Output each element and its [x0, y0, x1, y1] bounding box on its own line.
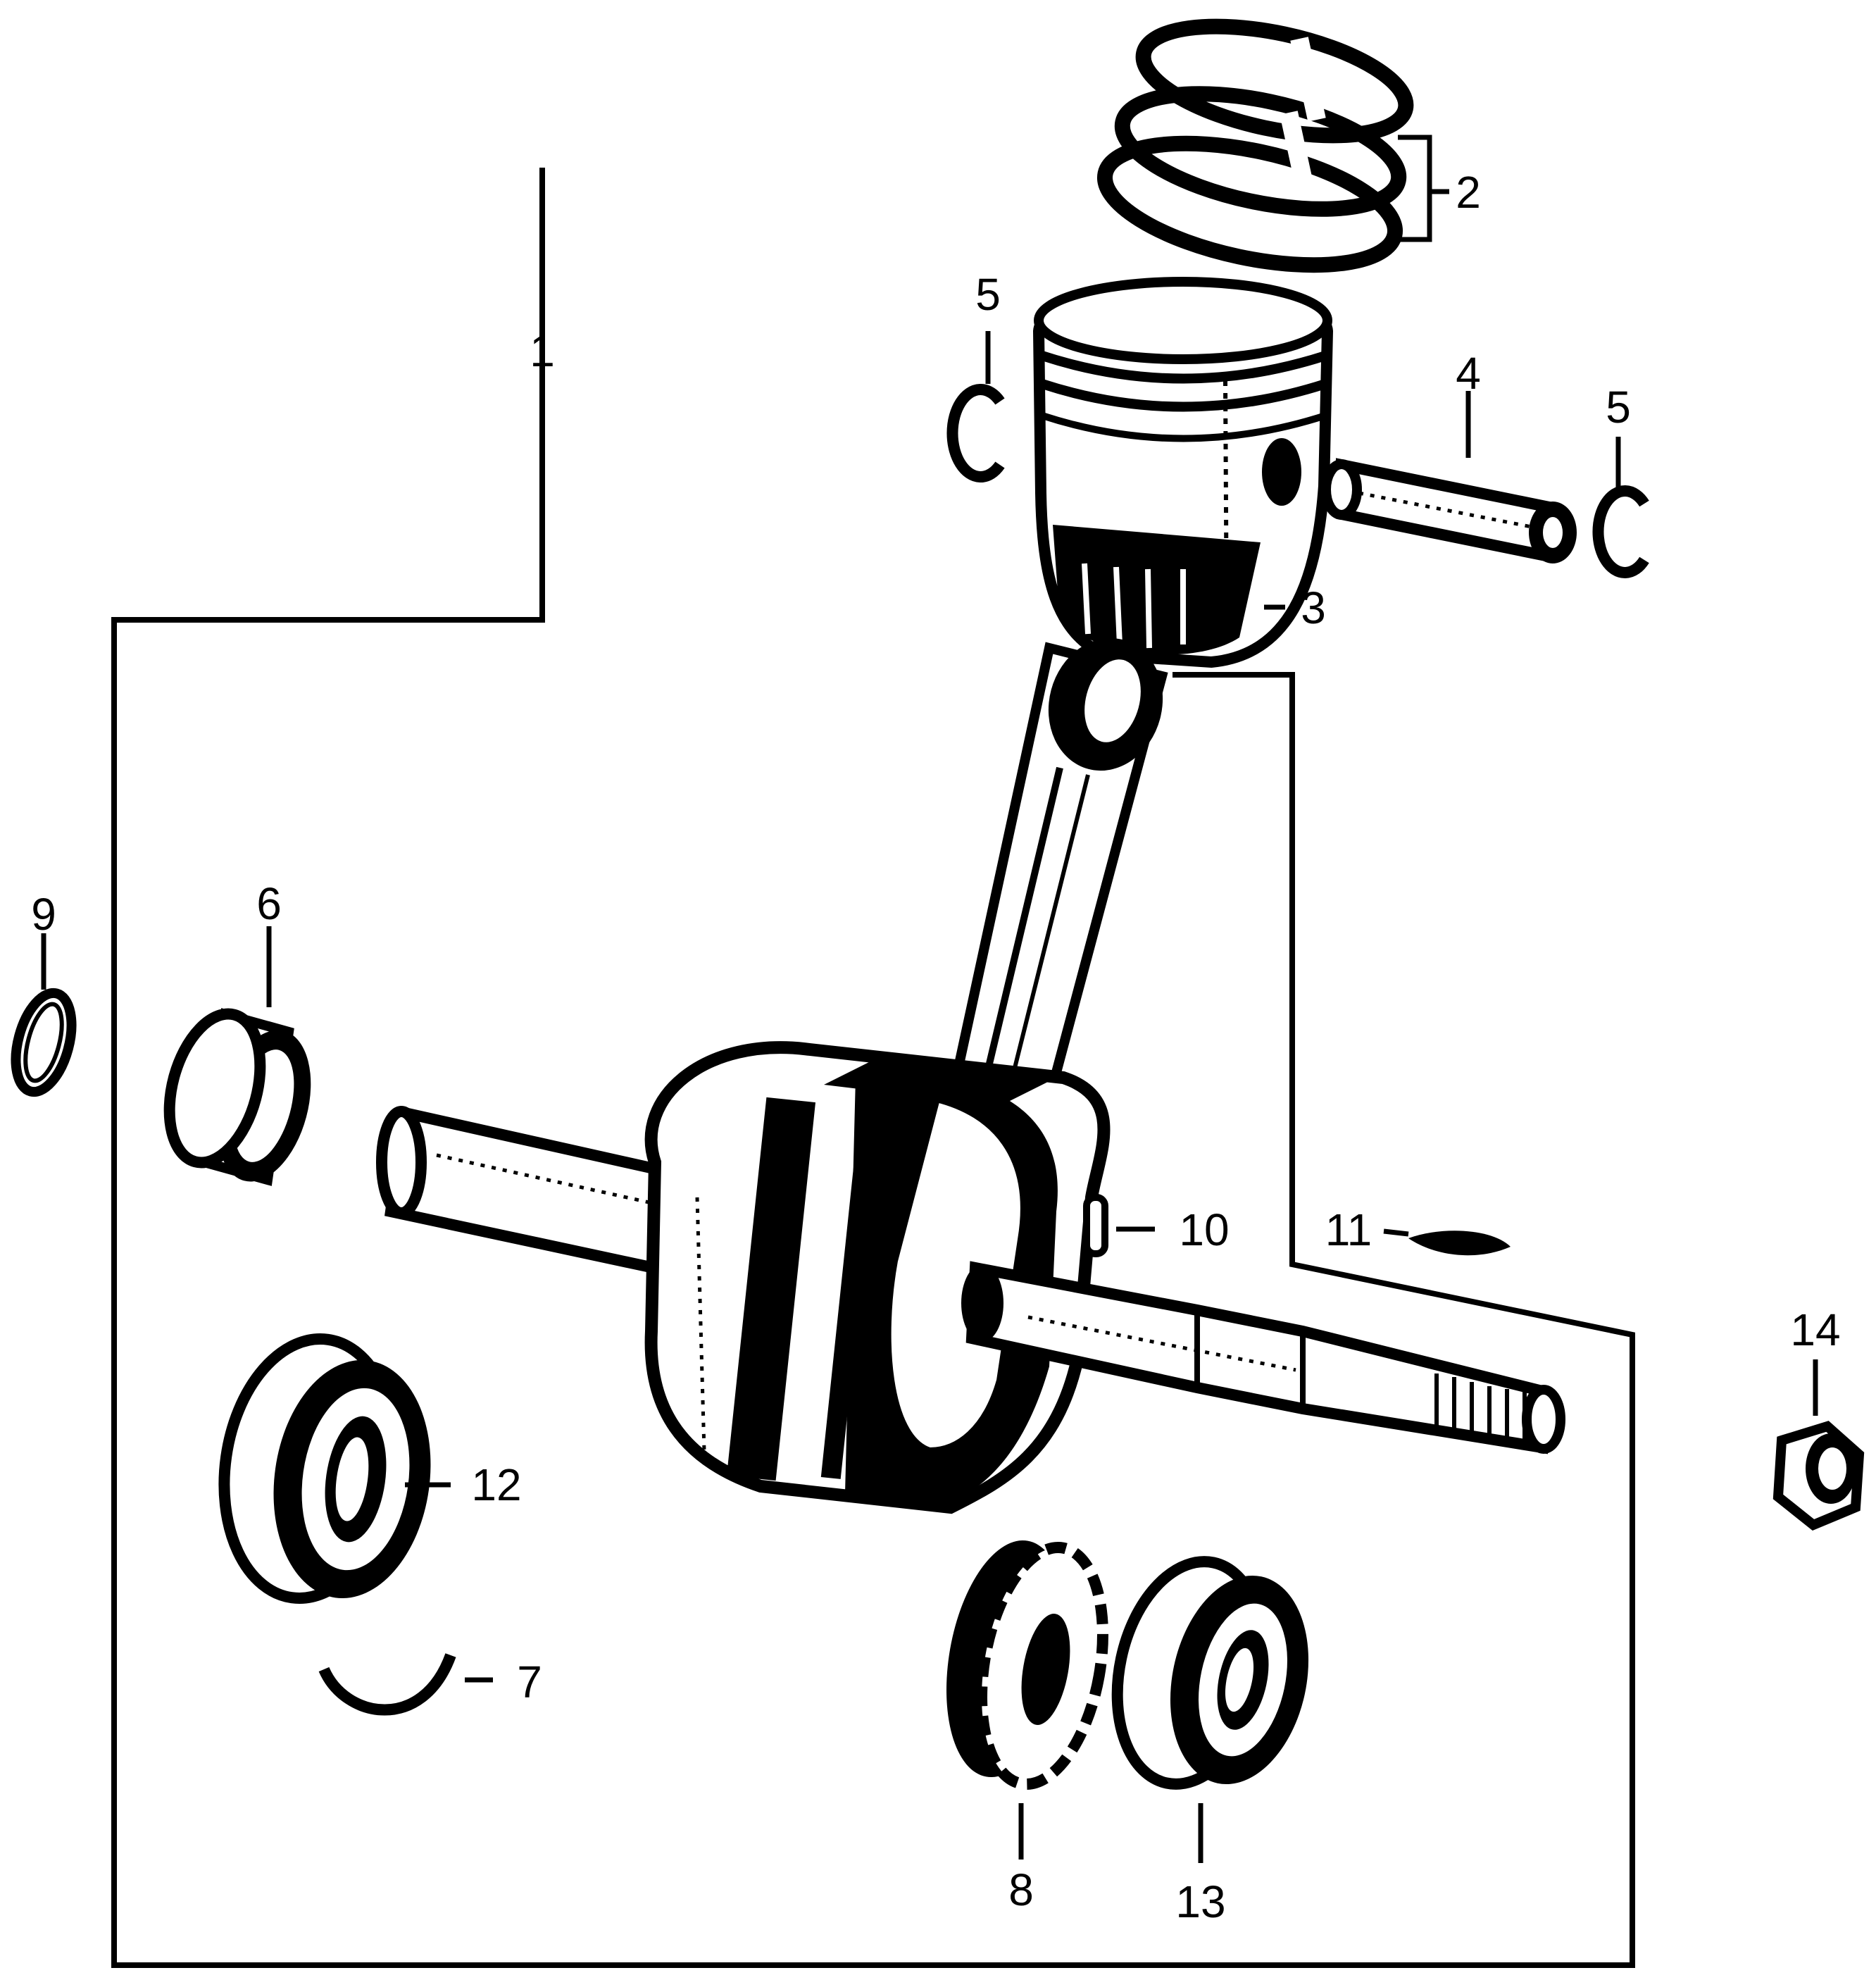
callout-2: 2: [1456, 167, 1481, 218]
half-moon-clip: [318, 1653, 493, 1716]
assembly-bracket-outline: [111, 168, 1635, 1968]
callout-14: 14: [1790, 1304, 1840, 1355]
ball-bearing-13: [1111, 1556, 1309, 1863]
piston: [1032, 277, 1334, 668]
callout-1: 1: [530, 325, 555, 376]
connecting-rod: [951, 637, 1168, 1105]
callout-9: 9: [31, 889, 56, 940]
callout-6: 6: [256, 878, 282, 929]
ring-gaps: [1280, 37, 1326, 196]
callout-12: 12: [471, 1459, 521, 1510]
crank-pin-10: [1083, 1194, 1155, 1257]
crankshaft: [376, 1041, 1565, 1514]
ball-bearing-12: [218, 1333, 451, 1604]
circlip-left: [946, 331, 1005, 482]
hex-nut: [1772, 1359, 1865, 1531]
callout-4: 4: [1456, 348, 1481, 399]
callout-10: 10: [1179, 1204, 1229, 1255]
callout-3: 3: [1301, 583, 1326, 633]
piston-rings: [1096, 18, 1414, 273]
shim-ring: [11, 933, 77, 1097]
callout-8: 8: [1008, 1864, 1034, 1915]
callout-5-right: 5: [1606, 382, 1631, 432]
callout-5-left: 5: [975, 269, 1001, 320]
callout-11: 11: [1325, 1204, 1372, 1255]
woodruff-key: [1383, 1228, 1511, 1256]
piston-pin: [1321, 391, 1577, 563]
sprocket: [946, 1540, 1108, 1860]
ring-bracket-2: [1398, 135, 1449, 242]
needle-bearing: [163, 926, 311, 1186]
circlip-right: [1592, 437, 1649, 578]
callout-13: 13: [1175, 1876, 1225, 1927]
callout-7: 7: [517, 1657, 542, 1707]
